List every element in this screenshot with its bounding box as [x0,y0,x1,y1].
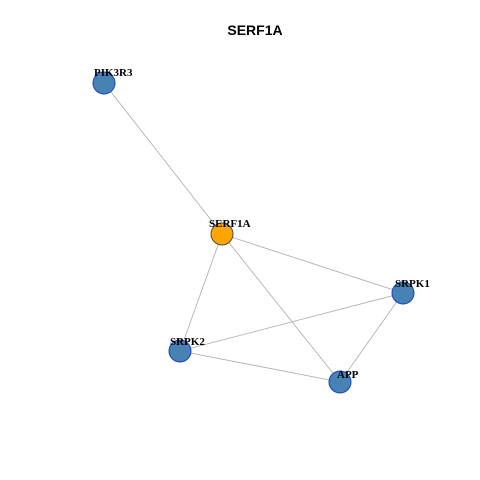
node-label-serf1a: SERF1A [209,218,251,230]
node-srpk1: SRPK1 [391,278,430,305]
edge-srpk2-app [179,350,341,383]
edge-pik3r3-serf1a [103,82,223,235]
node-circle-srpk2 [168,339,192,363]
node-app: APP [328,369,359,394]
node-serf1a: SERF1A [209,218,251,246]
edge-serf1a-srpk1 [221,233,404,294]
node-circle-app [328,370,352,394]
node-label-pik3r3: PIK3R3 [94,67,133,79]
edge-serf1a-app [221,233,341,383]
node-label-srpk2: SRPK2 [170,336,205,348]
node-label-srpk1: SRPK1 [395,278,430,290]
edges-layer [103,82,404,383]
graph-title: SERF1A [227,22,282,38]
node-circle-pik3r3 [92,71,116,95]
node-srpk2: SRPK2 [168,336,205,363]
edge-serf1a-srpk2 [179,233,223,352]
node-circle-srpk1 [391,281,415,305]
node-label-app: APP [337,369,359,381]
node-pik3r3: PIK3R3 [92,67,133,95]
node-circle-serf1a [210,222,234,246]
edge-srpk1-app [339,292,404,383]
edge-srpk2-srpk1 [179,292,404,352]
